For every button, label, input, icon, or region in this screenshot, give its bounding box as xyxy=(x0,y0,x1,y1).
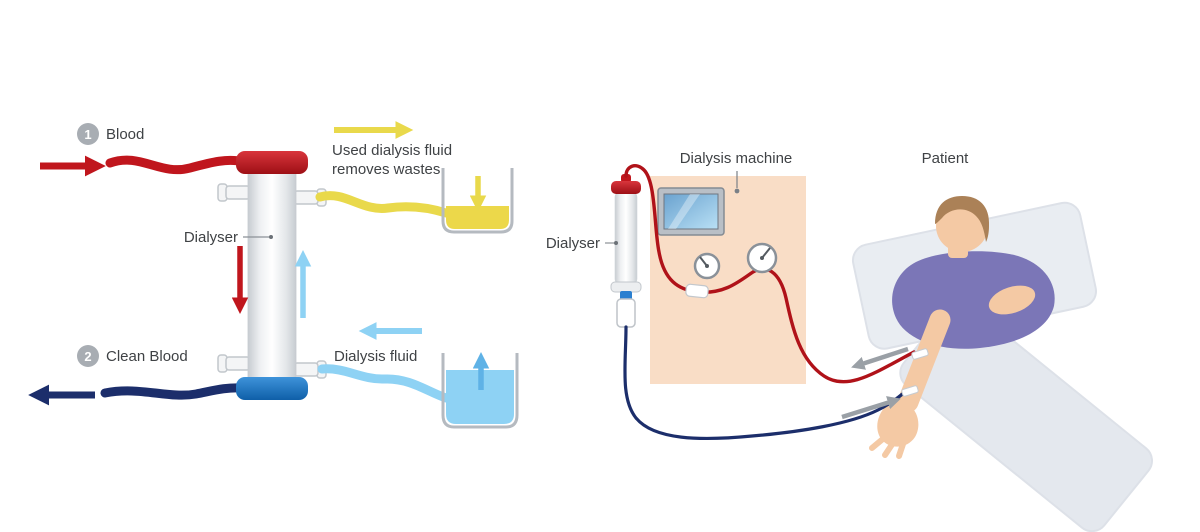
dialyser-left-label: Dialyser xyxy=(184,229,238,246)
patient-bed xyxy=(851,201,1154,532)
step-2-number: 2 xyxy=(84,349,91,364)
waste-beaker-glass xyxy=(441,168,514,234)
used-fluid-label-line1: Used dialysis fluid xyxy=(332,142,452,159)
dialysis-fluid-label: Dialysis fluid xyxy=(334,348,417,365)
dialyser-right-bottom-cap xyxy=(610,281,642,293)
dialyser-right xyxy=(610,174,642,328)
used-fluid-label-line2: removes wastes xyxy=(332,161,440,178)
dialyser-left xyxy=(217,151,327,400)
pressure-gauge-2 xyxy=(746,242,778,274)
fresh-fluid-beaker xyxy=(441,351,519,429)
blood-out-direction-arrow xyxy=(851,346,909,370)
machine-screen xyxy=(663,193,719,230)
waste-beaker xyxy=(441,168,514,234)
step-1-number: 1 xyxy=(84,127,91,142)
pressure-gauge-1 xyxy=(693,252,721,280)
dialyser-port-bottom-left xyxy=(217,354,251,373)
used-fluid-tube xyxy=(315,191,451,218)
dialysis-fluid-tube xyxy=(317,364,451,403)
step-1-circle xyxy=(77,123,99,145)
patient-hand xyxy=(877,401,919,447)
drip-chamber xyxy=(616,298,636,328)
dialyser-right-top-cap xyxy=(611,181,641,194)
waste-beaker-liquid xyxy=(446,206,509,229)
clean-blood-tube xyxy=(100,383,247,400)
dialyser-right-body xyxy=(614,191,638,285)
clean-blood-label: Clean Blood xyxy=(106,348,188,365)
tube-clamp xyxy=(685,283,709,299)
dialysis-machine-label: Dialysis machine xyxy=(680,150,793,167)
dialyser-left-pointer-dot xyxy=(269,235,273,239)
step-2-circle xyxy=(77,345,99,367)
machine-pointer-dot xyxy=(734,188,740,194)
venous-blood-line xyxy=(623,325,908,441)
dialyser-right-blue-connector xyxy=(620,291,632,300)
screen-sheen xyxy=(668,194,700,229)
patient-finger xyxy=(869,435,887,451)
blood-return-direction-arrow xyxy=(841,396,901,420)
fresh-fluid-glass xyxy=(441,353,519,429)
patient-finger xyxy=(896,441,906,459)
dialyser-right-pointer-dot xyxy=(614,241,618,245)
step-1-badge: 1 xyxy=(77,123,99,145)
dialyser-right-label: Dialyser xyxy=(546,235,600,252)
patient-label: Patient xyxy=(922,150,970,167)
dialyser-body xyxy=(247,159,297,395)
patient-finger xyxy=(882,440,896,458)
patient-resting-hand xyxy=(988,285,1036,315)
right-diagram: Dialyser Dialysis machine Patient xyxy=(546,150,1154,532)
step-2-badge: 2 xyxy=(77,345,99,367)
fresh-fluid-liquid xyxy=(446,370,514,424)
arterial-blood-line xyxy=(624,164,916,384)
dialyser-port-top-left xyxy=(217,183,251,202)
dialyser-top-cap xyxy=(236,151,308,174)
needle-site-arterial xyxy=(911,348,929,360)
needle-site-venous xyxy=(901,385,919,397)
dialyser-bottom-cap xyxy=(236,377,308,400)
dialyser-right-top-nub xyxy=(621,174,631,183)
patient-hair xyxy=(935,196,990,242)
left-diagram: 1 Blood 2 Clean Blood xyxy=(28,121,519,429)
blood-label: Blood xyxy=(106,126,144,143)
blood-in-tube xyxy=(105,155,249,175)
